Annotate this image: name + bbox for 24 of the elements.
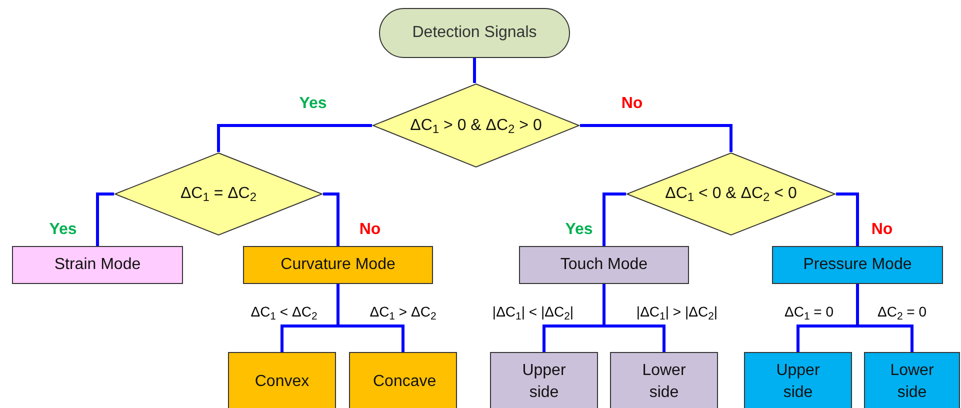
result-box: Upper side [744, 352, 852, 408]
result-box: Convex [228, 352, 336, 408]
connector-line [473, 58, 476, 83]
connector-line [217, 124, 372, 152]
result-box: Lower side [864, 352, 960, 408]
connector-line [96, 192, 114, 246]
mode-box: Curvature Mode [243, 246, 433, 284]
connector-line [602, 192, 626, 246]
mode-box: Pressure Mode [772, 246, 943, 284]
start-terminal: Detection Signals [379, 8, 570, 58]
result-box: Concave [349, 352, 457, 408]
result-box: Upper side [490, 352, 598, 408]
mode-box: Strain Mode [12, 246, 183, 284]
connector-line [856, 284, 914, 352]
condition-text: ΔC$_{1}$ = ΔC$_{2}$ [180, 184, 257, 206]
connector-line [336, 284, 404, 352]
result-box: Lower side [610, 352, 718, 408]
connector-line [580, 124, 732, 152]
mode-box: Touch Mode [519, 246, 689, 284]
connector-line [836, 192, 859, 246]
condition-text: ΔC$_{1}$ < 0 & ΔC$_{2}$ < 0 [665, 184, 797, 206]
condition-text: ΔC$_{1}$ > 0 & ΔC$_{2}$ > 0 [410, 116, 542, 138]
connector-line [602, 284, 666, 352]
connector-line [323, 192, 340, 246]
